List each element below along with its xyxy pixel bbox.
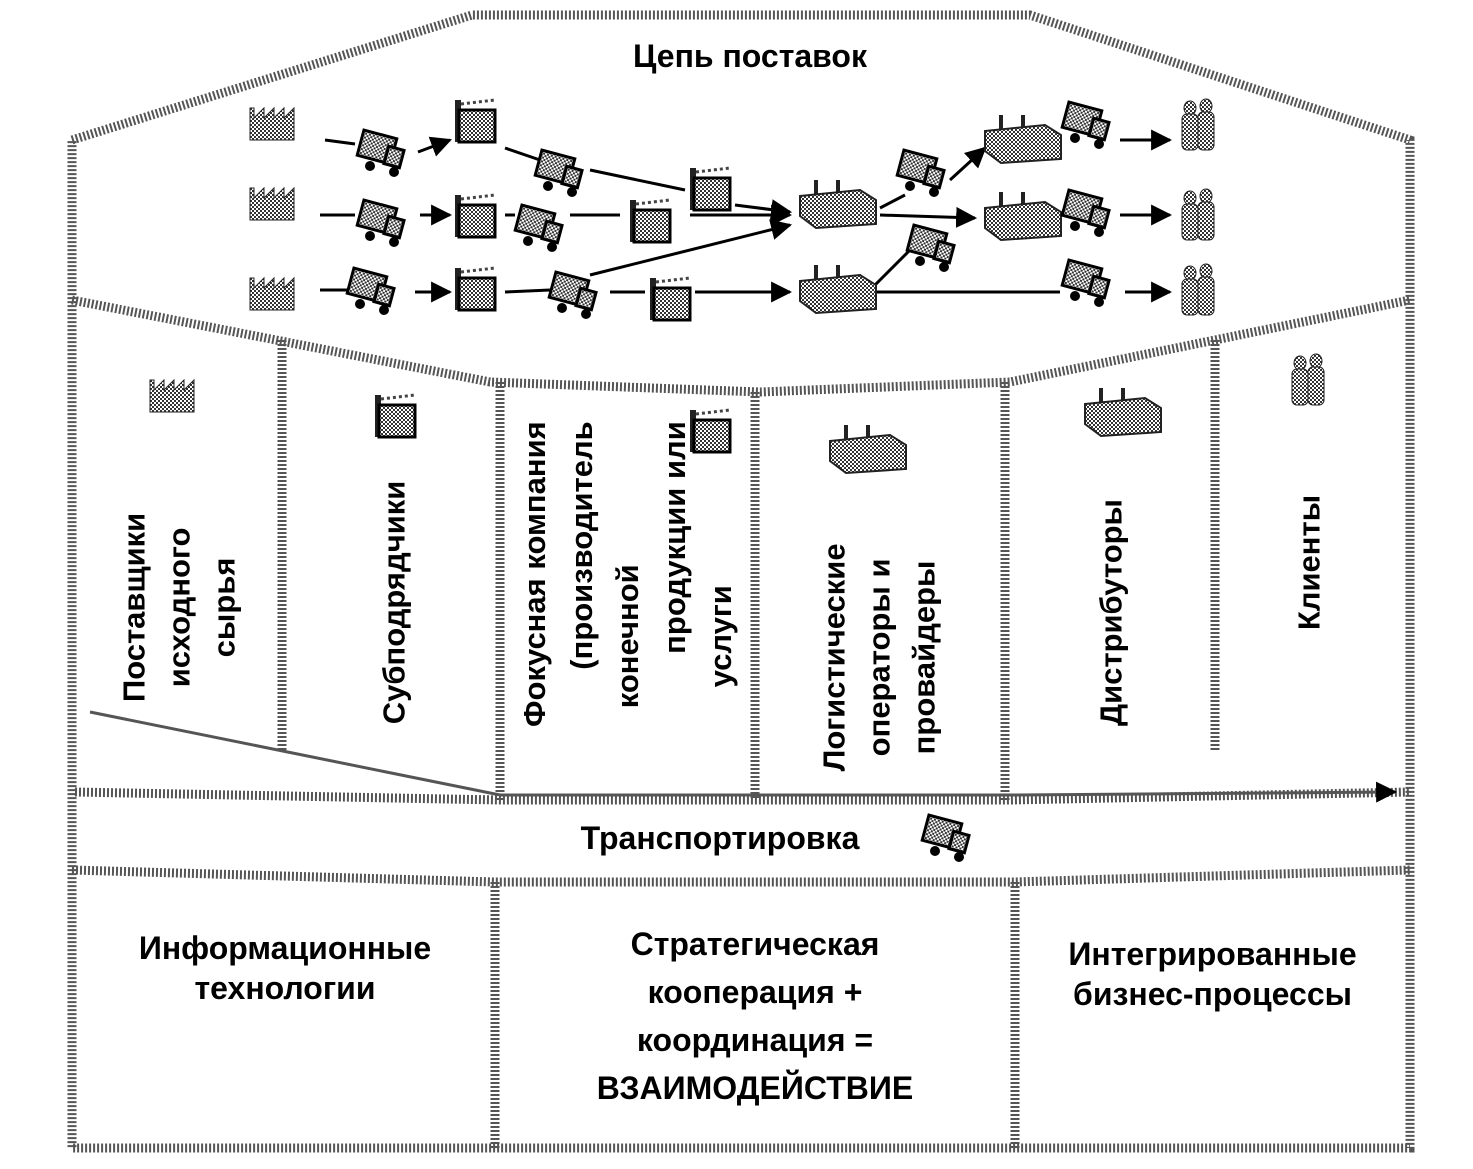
bottom-line: координация =	[636, 1022, 874, 1058]
column-customers: Клиенты	[1220, 430, 1405, 710]
column-label: конечной	[609, 564, 645, 709]
column-suppliers: Поставщики исходного сырья	[80, 430, 280, 730]
bottom-line: Информационные	[138, 930, 432, 966]
diagram-title: Цепь поставок	[633, 38, 867, 74]
bottom-cooperation: Стратегическая кооперация + координация …	[500, 920, 1010, 1112]
bottom-line: ВЗАИМОДЕЙСТВИЕ	[596, 1070, 914, 1106]
factory-icon	[249, 187, 295, 221]
bottom-line: Стратегическая	[630, 926, 880, 962]
bottom-business-processes: Интегрированные бизнес-процессы	[1020, 934, 1405, 1014]
column-logistics: Логистические операторы и провайдеры	[760, 470, 1000, 790]
column-factory-icon	[149, 379, 195, 413]
flow-arrows	[89, 129, 1398, 803]
factory-icon	[249, 107, 295, 141]
column-distributors: Дистрибуторы	[1012, 460, 1212, 770]
column-label: операторы и	[861, 558, 897, 757]
column-label: Субподрядчики	[376, 480, 412, 725]
bottom-line: кооперация +	[647, 974, 863, 1010]
column-label: услуги	[702, 585, 738, 688]
column-label: сырья	[206, 557, 242, 658]
column-label: исходного	[161, 527, 197, 688]
transport-label: Транспортировка	[580, 820, 860, 856]
column-subcontractors: Субподрядчики	[290, 440, 500, 770]
column-customers-icon	[1291, 353, 1325, 406]
bottom-line: бизнес-процессы	[1073, 976, 1352, 1012]
column-label: (производитель	[563, 421, 599, 670]
column-plant-icon	[373, 393, 417, 439]
column-label: Фокусная компания	[516, 421, 552, 727]
bottom-it: Информационные технологии	[80, 928, 490, 1008]
column-label: провайдеры	[906, 560, 942, 755]
bottom-line: Интегрированные	[1068, 936, 1357, 972]
column-label: Клиенты	[1291, 494, 1327, 631]
column-label: продукции или	[656, 421, 692, 654]
column-focal-company: Фокусная компания (производитель конечно…	[508, 400, 748, 796]
column-warehouse-icon	[829, 424, 907, 474]
column-label: Дистрибуторы	[1093, 498, 1129, 726]
column-label: Логистические	[816, 543, 852, 772]
factory-icon	[249, 277, 295, 311]
column-warehouse-icon	[1084, 387, 1162, 437]
bottom-line: технологии	[194, 970, 376, 1006]
column-label: Поставщики	[116, 512, 152, 703]
